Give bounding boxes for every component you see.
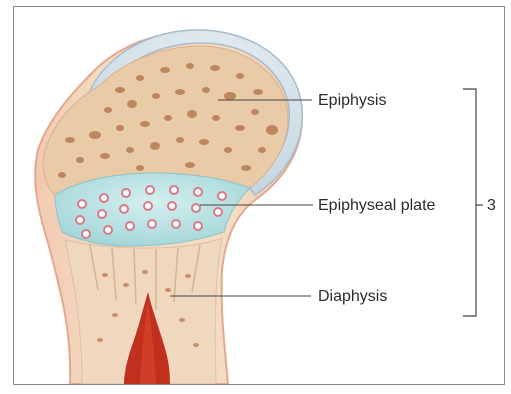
bracket [463,89,476,316]
epiphyseal-plate-label: Epiphyseal plate [318,197,435,215]
bracket-number-label: 3 [487,197,496,215]
diaphysis-label: Diaphysis [318,288,387,306]
epiphysis-label: Epiphysis [318,92,386,110]
